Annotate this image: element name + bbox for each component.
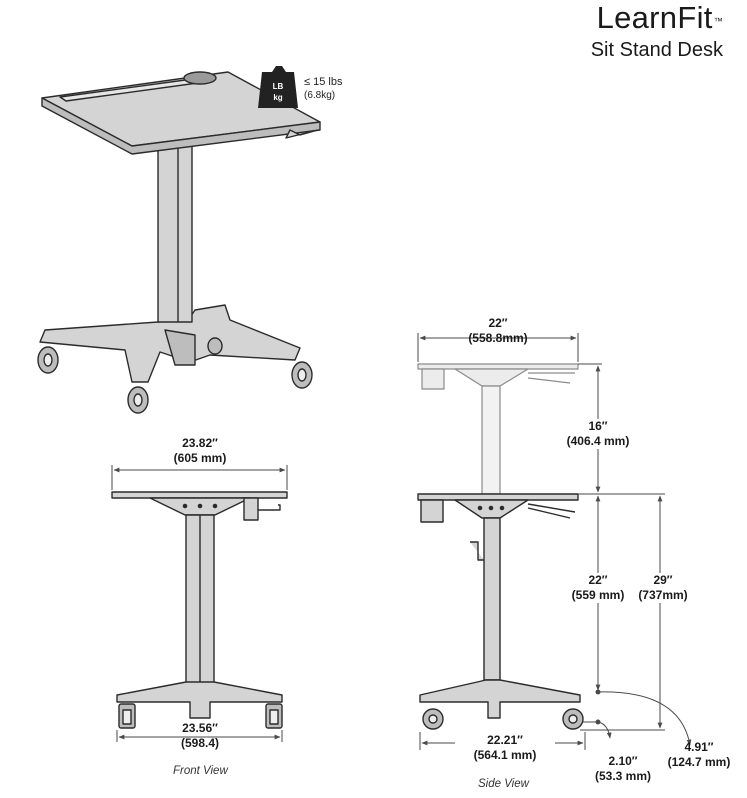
side-view-raised (417, 363, 579, 495)
min-height-label: 22″(559 mm) (553, 573, 643, 603)
iso-caster (37, 337, 313, 414)
isometric-view (37, 71, 321, 414)
front-caster (118, 703, 283, 729)
side-hook (470, 541, 484, 561)
front-base-width-label: 23.56″(598.4) (180, 721, 220, 750)
side-desktop (417, 493, 579, 501)
side-column (483, 517, 501, 681)
side-base (419, 679, 581, 719)
side-view-caption: Side View (478, 778, 529, 790)
front-top-width-label: 23.82″(605 mm) (173, 436, 227, 465)
weight-limit: ≤ 15 lbs (6.8kg) (304, 76, 342, 102)
front-base (116, 681, 283, 719)
front-desktop (111, 491, 288, 499)
weight-badge-bottom: kg (273, 93, 282, 102)
front-view (111, 491, 288, 729)
front-view-caption: Front View (173, 765, 228, 777)
weight-icon: LB kg (258, 66, 298, 108)
side-view (417, 493, 584, 730)
iso-cup-holder (183, 71, 217, 85)
trademark-mark: ™ (713, 16, 723, 26)
side-top-width-label: 22″(558.8mm) (468, 316, 528, 345)
max-height-label: 29″(737mm) (630, 573, 696, 603)
iso-column (157, 139, 193, 323)
weight-limit-imperial: ≤ 15 lbs (304, 76, 343, 88)
brand-block: LearnFit™ Sit Stand Desk (591, 0, 723, 62)
brand-subtitle: Sit Stand Desk (590, 39, 723, 61)
weight-badge-top: LB (273, 82, 284, 91)
travel-label: 16″(406.4 mm) (548, 419, 648, 449)
brand-title: LearnFit™ (596, 0, 723, 35)
side-caster (422, 708, 584, 730)
caster-height-label: 4.91″(124.7 mm) (667, 740, 731, 769)
weight-limit-metric: (6.8kg) (304, 90, 336, 101)
base-depth-label: 22.21″(564.1 mm) (455, 733, 555, 763)
caster-offset-label: 2.10″(53.3 mm) (594, 754, 652, 783)
iso-lever (285, 129, 319, 139)
